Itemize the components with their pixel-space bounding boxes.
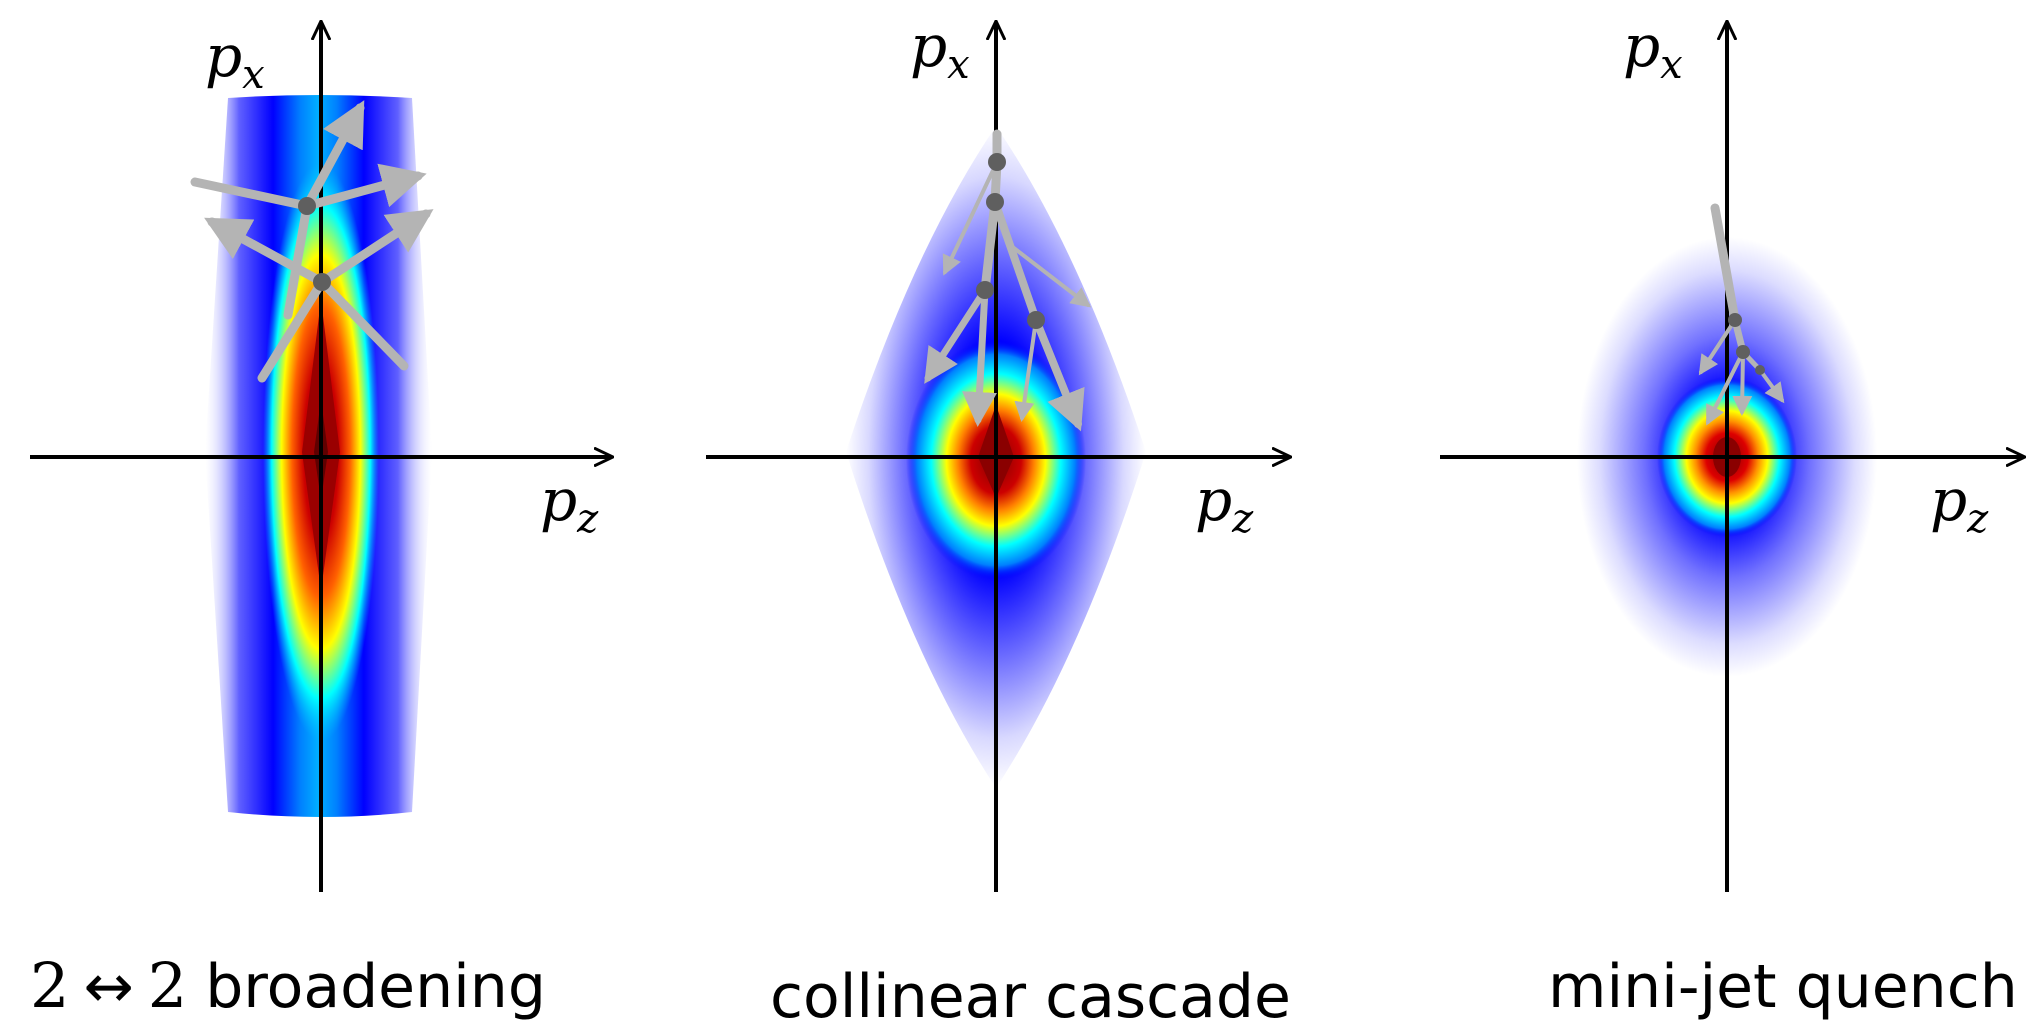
vertex	[313, 273, 331, 291]
arrow-right-lower	[317, 209, 434, 287]
arrow-down-left	[1706, 350, 1745, 426]
arrow-left-thin	[942, 160, 999, 276]
panel-collinear: px pz collinear cascade	[706, 12, 1291, 1023]
vertex	[988, 153, 1006, 171]
arrow-left	[1698, 318, 1737, 376]
vertex	[986, 193, 1004, 211]
line-down-right	[317, 277, 409, 371]
caption-minijet: mini-jet quench	[1548, 952, 2018, 1022]
px-label: px	[1623, 12, 1683, 88]
vertex	[1736, 345, 1750, 359]
axes-minijet: px pz	[1440, 12, 2024, 892]
pz-label: pz	[1195, 466, 1254, 542]
connector	[283, 201, 312, 320]
vertex	[1728, 313, 1742, 327]
arrow-up	[302, 100, 365, 211]
axes-broadening: px pz	[30, 22, 612, 892]
arrow-down-thin	[1014, 318, 1038, 422]
px-label: px	[205, 22, 265, 98]
incoming-line	[190, 177, 312, 211]
line-down-left	[257, 277, 327, 383]
arrow-right-upper	[302, 163, 427, 211]
caption-collinear: collinear cascade	[770, 962, 1291, 1023]
connector	[980, 197, 1000, 295]
arrow-down-right	[1032, 316, 1085, 432]
pz-label: pz	[540, 466, 599, 542]
arrow-down	[962, 286, 997, 427]
vertex	[1755, 365, 1765, 375]
vertex	[298, 197, 316, 215]
caption-broadening: 2 ↔ 2 broadening	[30, 949, 546, 1022]
arrow-right-thin	[1008, 243, 1092, 308]
panel-minijet: px pz mini-jet quench	[1440, 12, 2024, 1022]
arrow-up-left	[204, 217, 327, 287]
pz-label: pz	[1930, 466, 1989, 542]
incoming-line	[1710, 203, 1740, 325]
vertex	[1027, 311, 1045, 329]
arrow-down	[1732, 350, 1753, 416]
cascade-arrows	[924, 129, 1092, 432]
connector	[991, 198, 1040, 324]
panel-broadening: px pz 2 ↔ 2 broadening	[30, 22, 612, 1022]
arrow-down-left	[924, 286, 989, 384]
arrow-right	[1758, 368, 1785, 404]
px-label: px	[910, 12, 970, 88]
vertex	[976, 281, 994, 299]
scattering-arrows	[190, 100, 434, 383]
